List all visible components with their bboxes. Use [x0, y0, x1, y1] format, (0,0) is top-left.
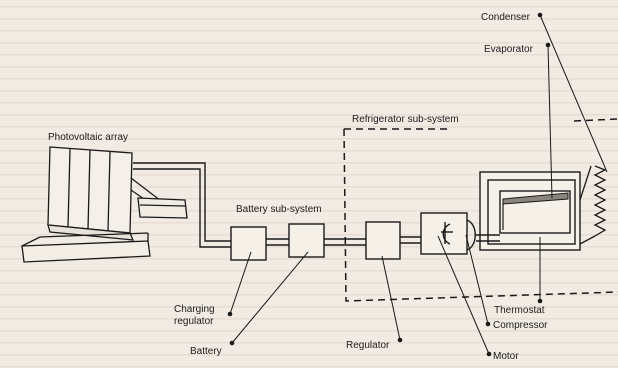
refrigerator-subsystem-boundary	[343, 118, 618, 302]
label-regulator: Regulator	[346, 340, 390, 351]
regulator-box	[365, 221, 401, 260]
condenser-coil	[593, 165, 607, 237]
label-regulator-charging: regulator	[174, 316, 214, 327]
condenser-pipes	[579, 165, 596, 245]
charging-regulator-box	[230, 226, 267, 261]
label-photovoltaic-array: Photovoltaic array	[48, 132, 128, 143]
label-battery: Battery	[190, 346, 222, 357]
photovoltaic-array	[21, 146, 188, 263]
label-charging: Charging	[174, 304, 215, 315]
battery-box	[288, 223, 325, 258]
label-evaporator: Evaporator	[484, 44, 534, 55]
leader-lines	[229, 14, 608, 355]
label-refrigerator-subsystem: Refrigerator sub-system	[352, 114, 459, 125]
label-battery-subsystem: Battery sub-system	[236, 204, 322, 215]
refrigerator-cabinet	[476, 171, 581, 251]
label-motor: Motor	[493, 351, 519, 362]
label-thermostat: Thermostat	[494, 305, 545, 316]
label-compressor: Compressor	[493, 320, 548, 331]
label-condenser: Condenser	[481, 12, 531, 23]
leader-dots	[227, 12, 551, 357]
motor-compressor-unit	[420, 212, 476, 255]
